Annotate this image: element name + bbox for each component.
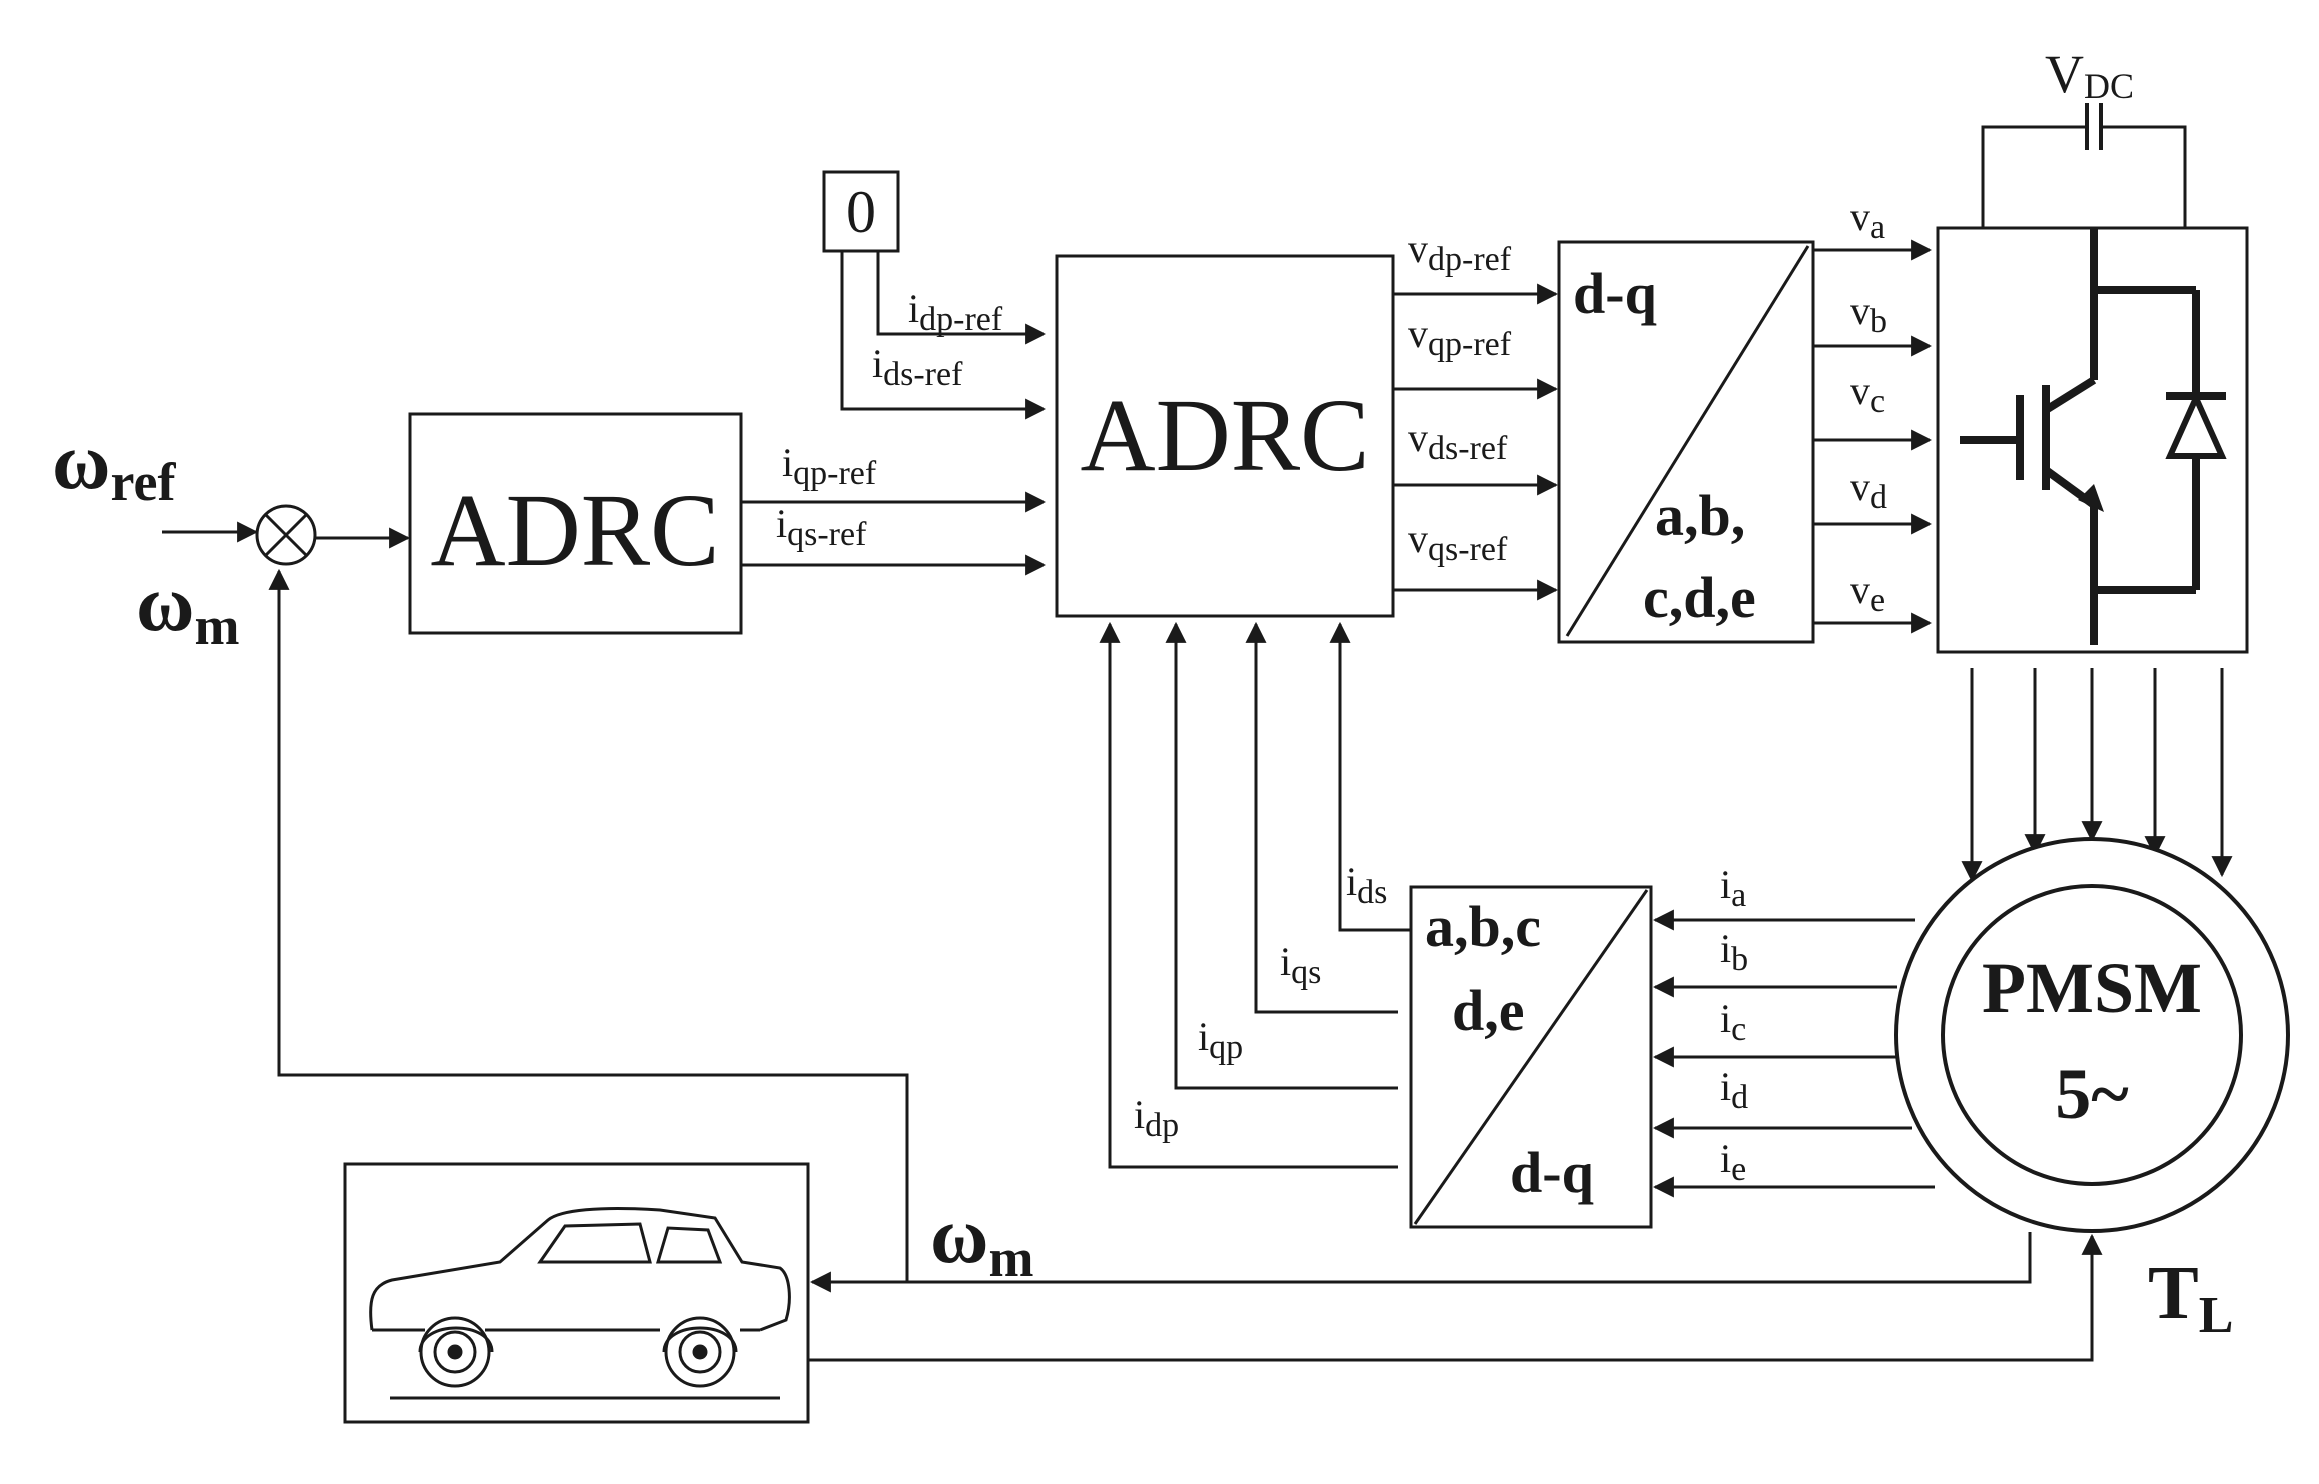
dc-link-capacitor-icon <box>1981 103 2187 228</box>
vehicle-block <box>343 1162 810 1424</box>
ve-label: ve <box>1850 567 1885 619</box>
vqs-ref-label: vqs-ref <box>1408 516 1508 568</box>
va-label: va <box>1850 194 1885 246</box>
inverse-park-bottom-label-2: c,d,e <box>1643 565 1756 630</box>
load-torque-wire <box>808 1233 2103 1362</box>
inverse-park-divider <box>1565 245 1810 637</box>
iqp-feedback-wire <box>1165 621 1398 1090</box>
iqp-label: iqp <box>1198 1014 1243 1066</box>
car-icon <box>369 1206 791 1400</box>
zero-constant-label: 0 <box>846 179 876 245</box>
inverse-park-top-label: d-q <box>1573 261 1657 326</box>
idp-feedback-wire <box>1099 621 1398 1169</box>
igbt-switch-icon <box>1960 228 2227 645</box>
park-bottom-label: d-q <box>1510 1140 1594 1205</box>
pmsm-phases-label: 5~ <box>2055 1054 2128 1134</box>
inverse-park-bottom-label-1: a,b, <box>1655 483 1745 548</box>
ib-label: ib <box>1720 926 1748 978</box>
vb-label: vb <box>1850 288 1887 340</box>
idp-ref-wire <box>876 251 1047 345</box>
omega-m-shaft-wire <box>809 1232 2032 1293</box>
zero-constant-block <box>822 170 900 253</box>
speed-adrc-block <box>408 412 743 635</box>
vc-label: vc <box>1850 368 1885 420</box>
iqs-label: iqs <box>1280 939 1321 991</box>
pmsm-label: PMSM <box>1982 948 2202 1028</box>
summing-junction <box>255 504 317 566</box>
ie-label: ie <box>1720 1136 1746 1188</box>
iqs-feedback-wire <box>1245 621 1398 1014</box>
vqp-ref-label: vqp-ref <box>1408 311 1512 363</box>
speed-feedback-wire <box>268 568 909 1282</box>
ia-label: ia <box>1720 862 1746 914</box>
ic-label: ic <box>1720 996 1746 1048</box>
vds-ref-label: vds-ref <box>1408 415 1508 467</box>
idp-ref-label: idp-ref <box>908 286 1003 338</box>
speed-adrc-label: ADRC <box>431 473 720 588</box>
vdc-label: VDC <box>2045 44 2134 106</box>
id-label: id <box>1720 1064 1748 1116</box>
current-adrc-block <box>1055 254 1395 618</box>
vdp-ref-label: vdp-ref <box>1408 226 1512 278</box>
iqs-ref-label: iqs-ref <box>776 501 867 553</box>
omega-m-shaft-label: ωm <box>930 1192 1033 1288</box>
ids-ref-wire <box>840 251 1047 420</box>
vd-label: vd <box>1850 464 1887 516</box>
pmsm-motor <box>1894 837 2290 1233</box>
omega-m-feedback-label: ωm <box>136 560 239 656</box>
ids-feedback-wire <box>1329 621 1411 932</box>
park-divider <box>1413 889 1649 1225</box>
park-top-label-2: d,e <box>1452 978 1525 1043</box>
omega-ref-label: ωref <box>52 418 176 512</box>
iqp-ref-label: iqp-ref <box>782 440 877 492</box>
park-top-label-1: a,b,c <box>1425 894 1541 959</box>
ids-label: ids <box>1346 859 1387 911</box>
idp-label: idp <box>1134 1092 1179 1144</box>
load-torque-label: TL <box>2148 1251 2233 1344</box>
ids-ref-label: ids-ref <box>872 341 963 393</box>
current-adrc-label: ADRC <box>1081 378 1370 493</box>
